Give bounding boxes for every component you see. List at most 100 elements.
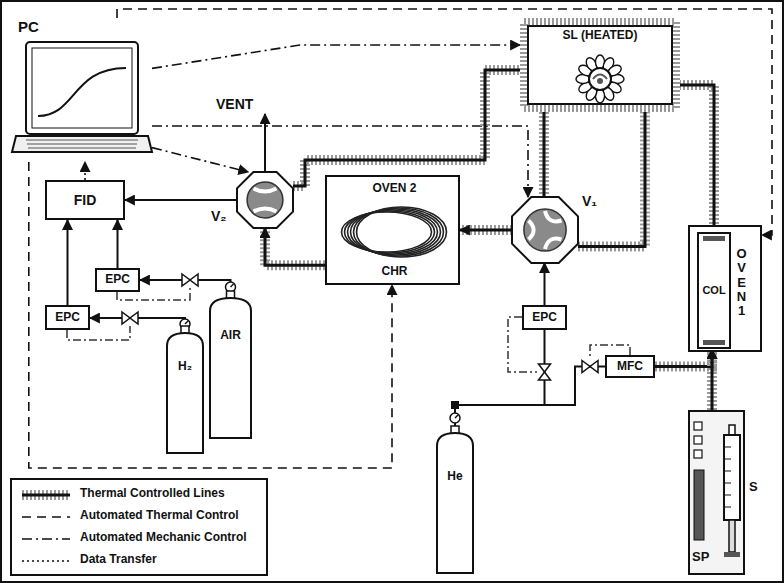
legend-sample: [18, 487, 74, 503]
connector: [578, 112, 645, 247]
valve-channel: [529, 221, 534, 240]
cylinder-body: [437, 433, 473, 573]
pump-housing: [689, 411, 744, 574]
solid-line: [67, 220, 69, 305]
column-tube: COL: [697, 232, 731, 349]
thermal-line: [22, 494, 70, 497]
barrel-mark: [724, 447, 731, 448]
thermal-halo: [22, 490, 70, 500]
thermal-halo: [293, 70, 520, 186]
signal-curve: [38, 68, 126, 116]
thermal-line: [680, 85, 714, 232]
dash-line: [22, 516, 70, 518]
valve-channel: [545, 211, 562, 221]
connector: [544, 263, 545, 305]
valve-v2: V₂: [237, 172, 293, 228]
control-loops: [67, 288, 630, 372]
connector: [680, 85, 714, 232]
legend-sample: [18, 509, 74, 525]
vent-label: VENT: [216, 96, 253, 112]
pump-button: [694, 450, 702, 458]
rotor: [589, 68, 611, 90]
connector: [544, 112, 545, 197]
thermal-halo: [265, 228, 325, 265]
cyl-shape: [165, 330, 205, 455]
thermal-line: [265, 228, 325, 265]
valve-channel: [254, 208, 277, 211]
syringe-plunger: [729, 520, 735, 552]
laptop-base: [12, 136, 152, 152]
keyboard-row: [26, 140, 138, 141]
barrel-mark: [724, 507, 731, 508]
connector: [293, 70, 520, 186]
dd-line: [152, 148, 248, 172]
thermal-line: [293, 70, 520, 186]
plunger-thumb: [724, 552, 740, 557]
oven-box: OVEN 1 COL: [688, 225, 762, 352]
valve-body: [237, 172, 293, 228]
thermal-line: [543, 112, 546, 197]
dot-line: [22, 560, 70, 562]
pc-shape: [12, 18, 152, 162]
node-label: OVEN 1: [735, 247, 748, 318]
node-label: He: [435, 470, 475, 484]
barrel-mark: [724, 483, 731, 484]
gas-cylinder: He: [435, 430, 475, 575]
node-label: H₂: [165, 360, 205, 374]
thermal-halo: [460, 225, 512, 235]
connector: [152, 148, 248, 172]
node-label: PC: [18, 18, 39, 35]
dd-line: [22, 538, 70, 540]
legend-row: Thermal Controlled Lines: [18, 486, 262, 504]
solid-line: [455, 367, 605, 431]
pressure-controller: EPC: [45, 305, 90, 330]
legend-row: Data Transfer: [18, 552, 262, 570]
thermal-halo: [680, 85, 714, 232]
connector: [67, 220, 68, 305]
valve-channel: [545, 239, 562, 249]
column-cap: [703, 236, 725, 241]
pressure-controller: EPC: [522, 305, 567, 330]
thermal-line: [460, 229, 512, 232]
solid-line: [544, 263, 546, 305]
syr-shape: [722, 425, 766, 560]
node-label: S: [749, 480, 758, 495]
solid-line: [125, 199, 237, 201]
screen-area: [32, 48, 132, 128]
syringe-barrel: [724, 435, 740, 520]
barrel-mark: [724, 459, 731, 460]
node-label: SP: [692, 550, 709, 565]
thermal-halo: [539, 112, 549, 197]
valve-v1: V₁: [512, 197, 578, 263]
computer-node: PC: [12, 18, 152, 162]
solid-line: [117, 220, 119, 268]
solid-line: [455, 330, 545, 430]
cyl-shape: [435, 430, 475, 575]
thermal-halo: [707, 349, 717, 410]
detector-box: FID: [45, 180, 125, 220]
node-label: FID: [74, 192, 97, 208]
legend-text: Data Transfer: [80, 553, 157, 567]
valve-body: [512, 197, 578, 263]
legend-sample: [18, 531, 74, 547]
pump-slot: [694, 470, 704, 540]
valve-rotor: [247, 182, 283, 218]
keyboard-row: [28, 148, 136, 149]
connector: [712, 349, 713, 410]
connector: [455, 330, 545, 430]
node-label: V₁: [582, 193, 597, 209]
syringe-pump: SPS: [688, 410, 745, 575]
node-label: SL (HEATED): [520, 29, 680, 43]
cylinder-body: [210, 298, 251, 438]
node-label: EPC: [532, 311, 557, 325]
node-label: V₂: [211, 208, 227, 224]
dot-line: [84, 162, 86, 180]
valve-channel: [254, 189, 277, 192]
dd-line: [152, 45, 520, 68]
pump-button: [694, 436, 702, 444]
oct-shape: [512, 197, 578, 263]
node-label: COL: [702, 284, 725, 297]
thermal-line: [578, 112, 645, 247]
barrel-mark: [724, 471, 731, 472]
oven-box: OVEN 2CHR: [325, 175, 460, 285]
